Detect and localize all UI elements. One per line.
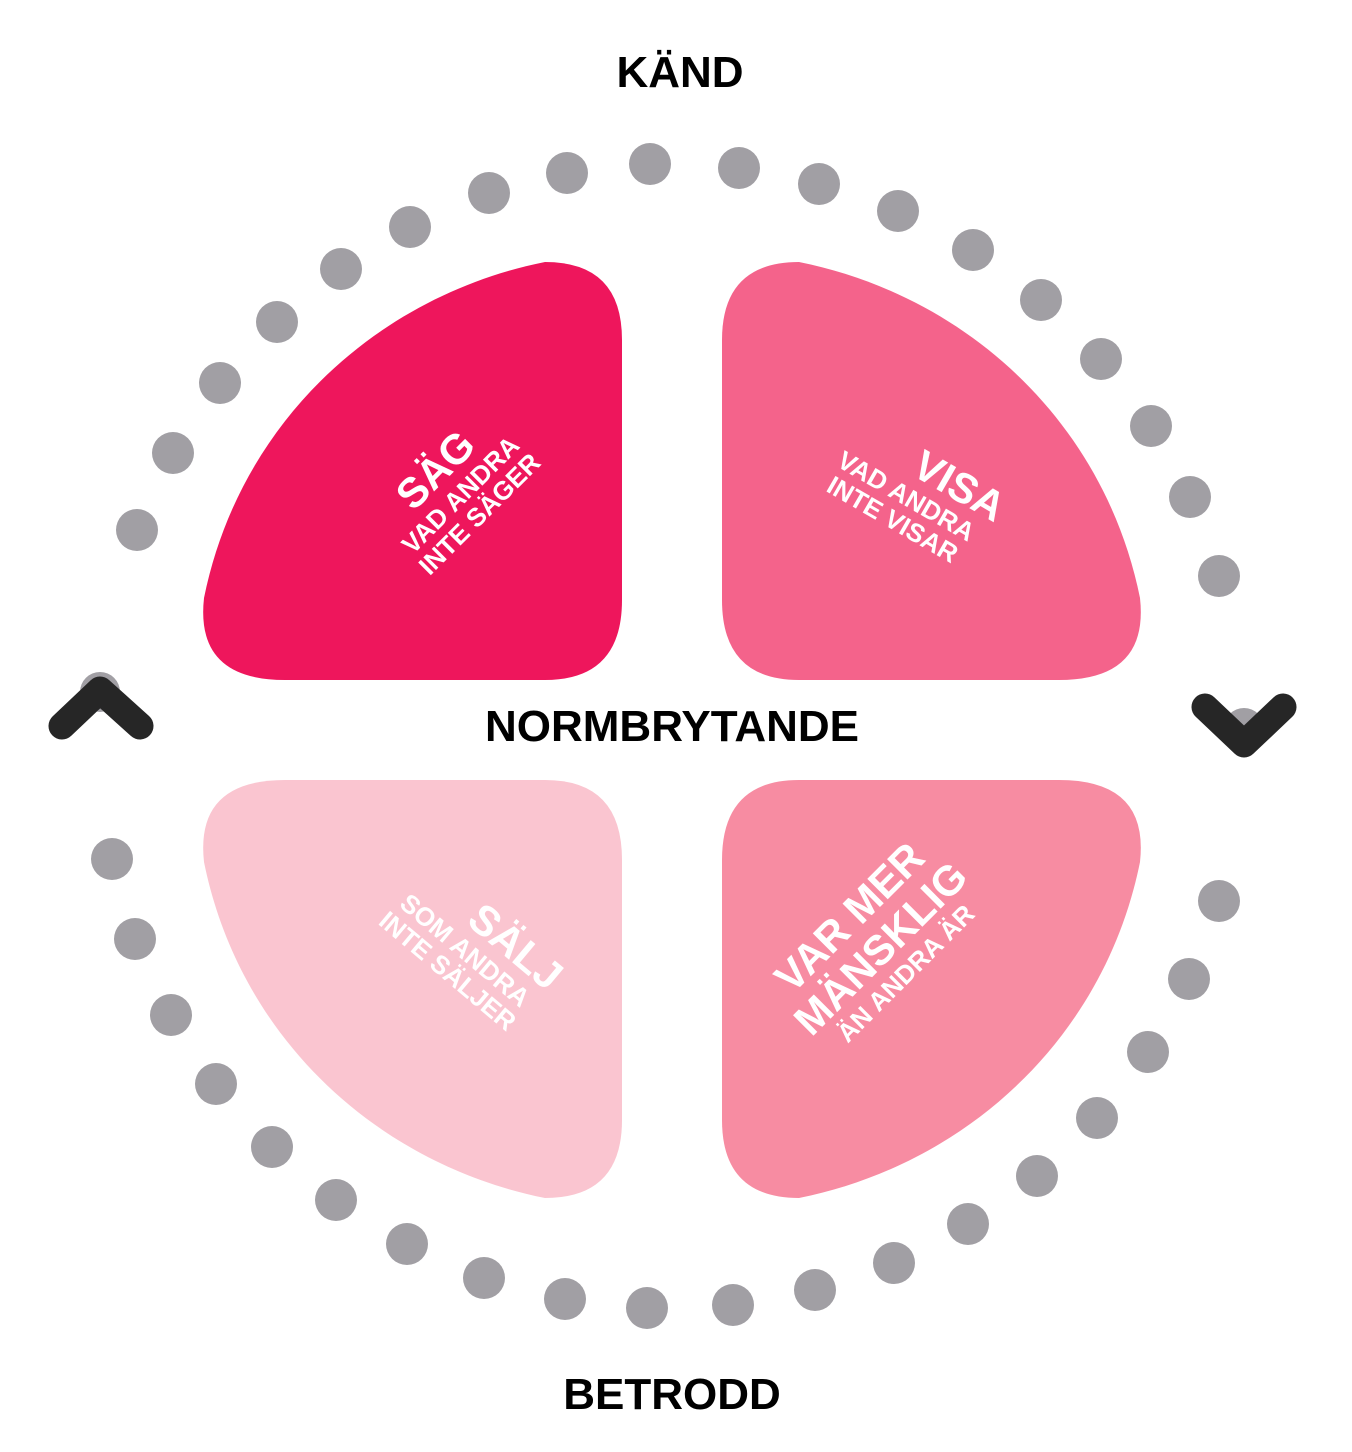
chevron-down-icon[interactable] [1191, 693, 1297, 758]
chevron-up-icon[interactable] [48, 672, 154, 740]
dotted-arc-top [116, 143, 1240, 597]
axis-label-bottom: BETRODD [563, 1370, 781, 1419]
dotted-arc-bottom [91, 838, 1240, 1329]
axis-label-center: NORMBRYTANDE [485, 702, 859, 751]
axis-label-top: KÄND [616, 48, 744, 97]
quadrant-var-mer-mansklig [722, 780, 1141, 1198]
quadrant-visa [722, 262, 1141, 680]
quadrant-salj [203, 780, 622, 1198]
quadrant-sag [203, 262, 622, 680]
